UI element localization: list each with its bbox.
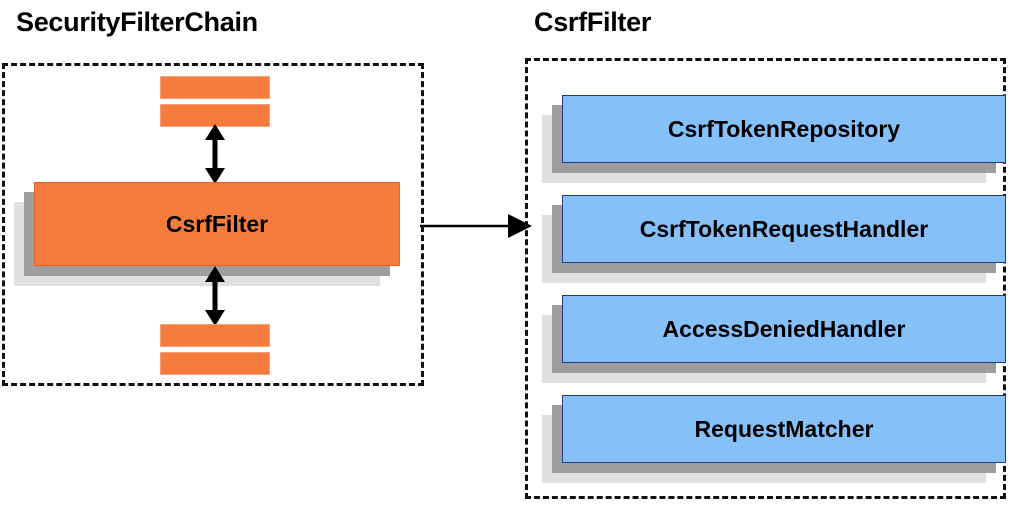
node-request-matcher[interactable]: RequestMatcher bbox=[542, 395, 1006, 483]
node-label-csrf-token-repository: CsrfTokenRepository bbox=[667, 115, 901, 142]
node-face[interactable]: RequestMatcher bbox=[562, 395, 1006, 463]
node-label-csrf-filter: CsrfFilter bbox=[165, 210, 269, 237]
node-access-denied-handler[interactable]: AccessDeniedHandler bbox=[542, 295, 1006, 383]
filter-bar-above-1[interactable] bbox=[160, 76, 270, 99]
node-face[interactable]: CsrfTokenRepository bbox=[562, 95, 1006, 163]
group-box-csrf-filter bbox=[525, 58, 1006, 499]
node-csrf-token-repository[interactable]: CsrfTokenRepository bbox=[542, 95, 1006, 183]
page-title-security-filter-chain: SecurityFilterChain bbox=[16, 7, 258, 37]
node-face[interactable]: CsrfFilter bbox=[34, 182, 400, 266]
filter-bar-below-1[interactable] bbox=[160, 324, 270, 347]
group-box-security-filter-chain bbox=[2, 63, 424, 386]
node-csrf-filter[interactable]: CsrfFilter bbox=[14, 182, 400, 286]
node-label-request-matcher: RequestMatcher bbox=[694, 415, 874, 442]
node-face[interactable]: CsrfTokenRequestHandler bbox=[562, 195, 1006, 263]
node-label-csrf-token-request-handler: CsrfTokenRequestHandler bbox=[639, 215, 929, 242]
node-face[interactable]: AccessDeniedHandler bbox=[562, 295, 1006, 363]
node-label-access-denied-handler: AccessDeniedHandler bbox=[662, 315, 906, 342]
node-csrf-token-request-handler[interactable]: CsrfTokenRequestHandler bbox=[542, 195, 1006, 283]
arrow-bottom-bidirectional bbox=[205, 266, 225, 326]
arrow-top-bidirectional bbox=[205, 124, 225, 184]
filter-bar-below-2[interactable] bbox=[160, 352, 270, 375]
page-title-csrf-filter: CsrfFilter bbox=[534, 7, 652, 37]
connector-arrow-csrf-filter-to-collaborators bbox=[420, 214, 532, 238]
